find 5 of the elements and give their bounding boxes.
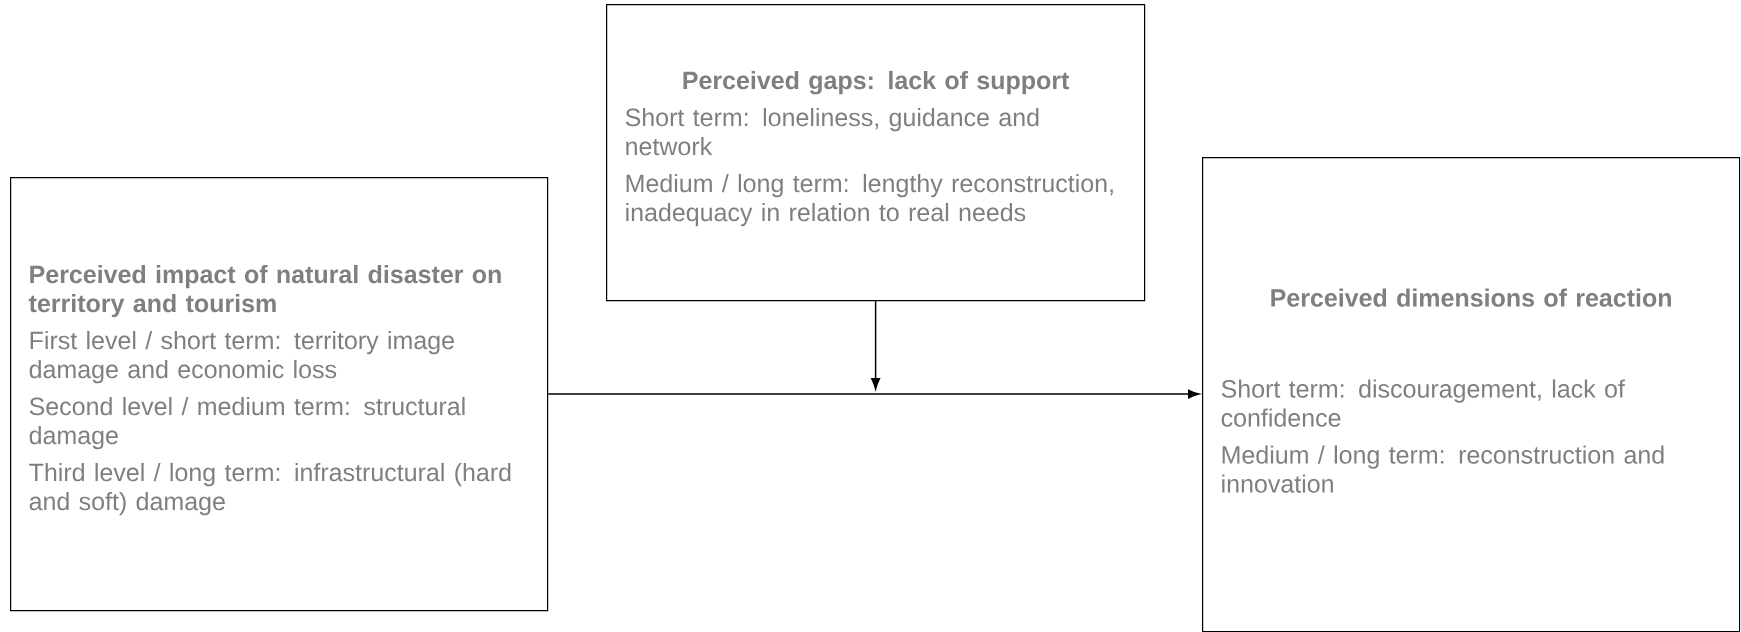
text-box: Perceived gaps: lack of support Short term: loneliness, guidance and network Medium / long term: lengthy reconstruction, inadequacy in relation to real needs [606, 4, 1146, 302]
text-box: Perceived impact of natural disaster on territory and tourism First level / short term: territory image damage and economic loss Second level / medium term: structural damage Third level / long term: infrastructural (hard and soft) damage [10, 177, 549, 612]
arrow [547, 389, 1200, 399]
arrow [871, 300, 881, 390]
text-box: Perceived dimensions of reaction Short term: discouragement, lack of confidence Medium / long term: reconstruction and innovation [1202, 157, 1741, 632]
